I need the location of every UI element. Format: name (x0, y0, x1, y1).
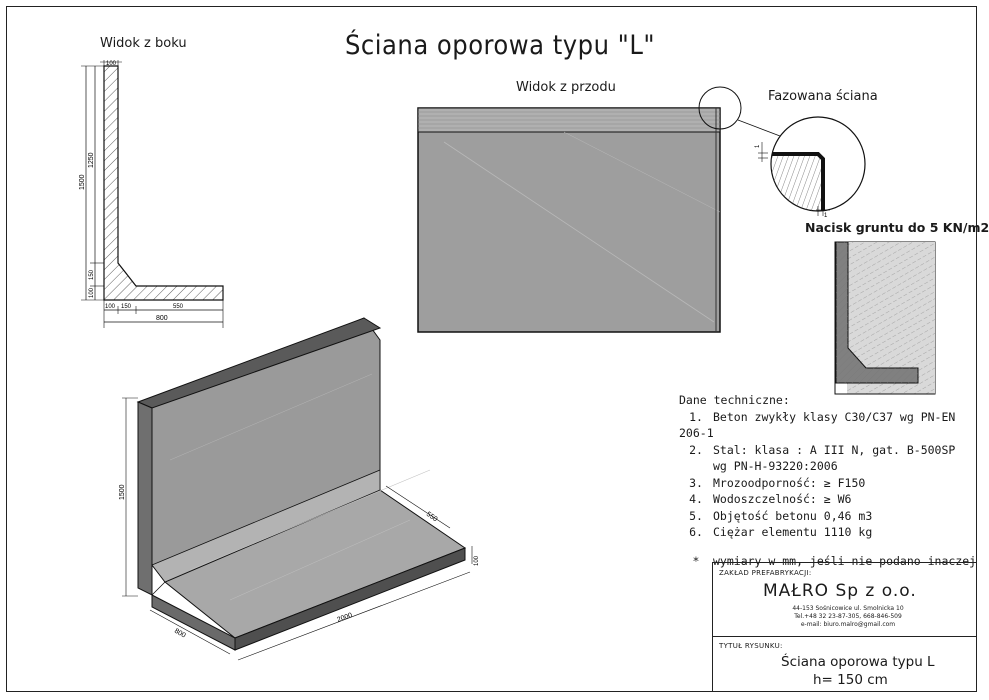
dim-height-upper: 1250 (88, 152, 95, 168)
iso-dim-width: 800 (173, 628, 187, 640)
company-phone: Tel.+48 32 23-87-305, 668-846-509 (794, 613, 902, 620)
iso-fillet (151, 469, 381, 583)
soil-section (834, 241, 936, 395)
company-address: 44-153 Sośnicowice ul. Smolnicka 10 (792, 605, 904, 612)
drawing-height: h= 150 cm (813, 672, 888, 688)
detail-callout (698, 86, 781, 137)
drawing-name: Ściana oporowa typu L (781, 654, 935, 670)
dim-base-total: 800 (156, 315, 168, 322)
side-view-label: Widok z boku (100, 36, 187, 51)
tech-item-6: 6.Ciężar elementu 1110 kg (689, 525, 873, 539)
iso-dim-length: 2000 (336, 612, 353, 624)
iso-wall-edge (137, 401, 153, 596)
title-block: ZAKŁAD PREFABRYKACJI: MAŁRO Sp z o.o. 44… (712, 562, 977, 692)
drawing-title: Ściana oporowa typu "L" (345, 30, 656, 61)
title-block-divider (713, 636, 976, 637)
chamfer-dim-h: 1 (824, 213, 828, 219)
front-view-label: Widok z przodu (516, 80, 616, 95)
company-email: e-mail: biuro.malro@gmail.com (800, 621, 896, 628)
tech-item-2b: wg PN-H-93220:2006 (713, 459, 838, 473)
tech-item-3: 3.Mrozoodporność: ≥ F150 (689, 475, 866, 490)
iso-dim-height: 1500 (119, 484, 126, 500)
dim-b3: 550 (173, 304, 184, 310)
tech-item-5: 5.Objętość betonu 0,46 m3 (689, 508, 873, 523)
isometric-view: 1500 550 100 800 2000 (119, 317, 480, 661)
drawing-title-label: TYTUŁ RYSUNKU: (719, 642, 783, 650)
tech-note: *wymiary w mm, jeśli nie podano inaczej (692, 553, 977, 568)
dim-base-thick: 100 (89, 287, 95, 298)
dim-height-total: 1500 (79, 174, 86, 190)
chamfer-dim-v: 1 (755, 144, 761, 148)
sheet-frame (6, 6, 977, 692)
tech-item-1: 1.Beton zwykły klasy C30/C37 wg PN-EN 20… (679, 409, 956, 441)
tech-item-2: 2.Stal: klasa : A III N, gat. B-500SP (689, 442, 956, 457)
front-view (417, 107, 721, 333)
chamfer-detail: 1 1 (755, 116, 866, 219)
dim-fillet: 150 (89, 269, 95, 280)
tech-item-4: 4.Wodoszczelność: ≥ W6 (689, 492, 852, 506)
side-view-section: 100 1500 1250 150 100 100 150 550 800 (79, 60, 224, 328)
dim-top: 100 (106, 61, 117, 67)
dim-b1: 100 (105, 304, 116, 310)
iso-dim-thickness: 100 (474, 555, 480, 566)
iso-base-left (151, 594, 236, 651)
chamfer-view-label: Fazowana ściana (768, 89, 878, 104)
plant-label: ZAKŁAD PREFABRYKACJI: (719, 569, 812, 577)
company-name: MAŁRO Sp z o.o. (763, 581, 917, 601)
technical-data: Dane techniczne: 1.Beton zwykły klasy C3… (679, 392, 985, 569)
soil-pressure-label: Nacisk gruntu do 5 KN/m2 (805, 220, 989, 235)
dim-b2: 150 (121, 304, 132, 310)
tech-heading: Dane techniczne: (679, 393, 790, 407)
side-profile (103, 65, 224, 301)
